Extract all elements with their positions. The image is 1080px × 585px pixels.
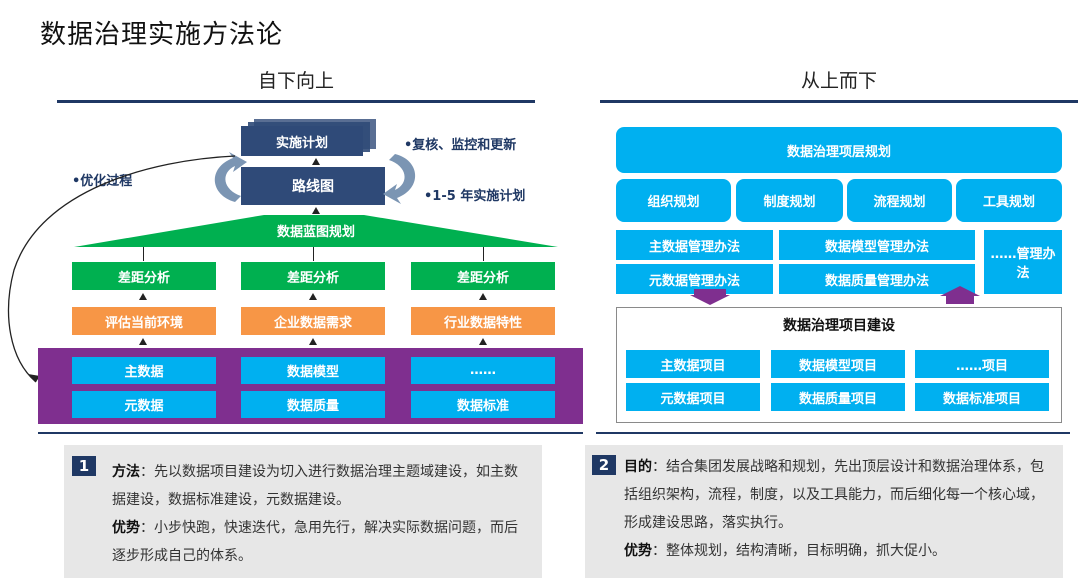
right-heading-rule <box>600 100 1078 103</box>
top-level-plan: 数据治理项层规划 <box>616 127 1062 173</box>
base-more: …… <box>411 357 555 384</box>
plan-tools: 工具规划 <box>956 179 1062 222</box>
rule-data-model: 数据模型管理办法 <box>779 230 975 260</box>
arrow-up-a1 <box>139 293 147 300</box>
optimize-curve-arrow <box>7 155 236 383</box>
up-arrow-icon <box>940 286 980 304</box>
note-1-panel <box>64 445 542 578</box>
blueprint-label: 数据蓝图规划 <box>276 224 355 240</box>
roadmap-box: 路线图 <box>241 167 385 205</box>
project-more: ……项目 <box>915 350 1049 378</box>
connector-2 <box>313 247 314 261</box>
input-industry-traits: 行业数据特性 <box>411 307 555 335</box>
rule-master-data: 主数据管理办法 <box>616 230 773 260</box>
note-1-advantage: ：小步快跑，快速迭代，急用先行，解决实际数据问题，而后逐步形成自己的体系。 <box>112 520 518 564</box>
rule-data-quality: 数据质量管理办法 <box>779 264 975 294</box>
note-1-advantage-label: 优势 <box>112 520 140 536</box>
input-enterprise-needs: 企业数据需求 <box>241 307 385 335</box>
input-current-environment: 评估当前环境 <box>72 307 216 335</box>
project-metadata: 元数据项目 <box>626 383 760 411</box>
connector-1 <box>143 247 144 261</box>
base-data-standard: 数据标准 <box>411 391 555 418</box>
right-heading: 从上而下 <box>800 70 877 92</box>
project-data-standard: 数据标准项目 <box>915 383 1049 411</box>
arrow-up-b1 <box>139 338 147 345</box>
note-2-goal: ：结合集团发展战略和规划，先出顶层设计和数据治理体系，包括组织架构，流程，制度，… <box>624 459 1044 531</box>
gap-analysis-1: 差距分析 <box>72 262 216 290</box>
review-note: •复核、监控和更新 <box>404 138 517 153</box>
note-2-panel <box>585 445 1063 578</box>
cycle-arrows <box>214 152 416 204</box>
note-2-advantage-label: 优势 <box>624 543 652 559</box>
note-1-number: 1 <box>72 456 96 476</box>
left-heading-rule <box>57 100 535 103</box>
base-metadata: 元数据 <box>72 391 216 418</box>
note-2-advantage: ：整体规划，结构清晰，目标明确，抓大促小。 <box>652 543 946 559</box>
base-master-data: 主数据 <box>72 357 216 384</box>
down-arrow-icon <box>690 289 730 305</box>
gap-analysis-2: 差距分析 <box>241 262 385 290</box>
implementation-plan-box: 实施计划 <box>241 126 363 156</box>
base-data-quality: 数据质量 <box>241 391 385 418</box>
base-data-model: 数据模型 <box>241 357 385 384</box>
project-data-model: 数据模型项目 <box>771 350 905 378</box>
arrow-up-a3 <box>479 293 487 300</box>
arrow-up-a2 <box>309 293 317 300</box>
note-2-number: 2 <box>592 455 616 475</box>
optimize-note: •优化过程 <box>72 174 133 189</box>
gap-analysis-3: 差距分析 <box>411 262 555 290</box>
arrow-up-b3 <box>479 338 487 345</box>
arrow-blueprint-to-roadmap <box>312 207 320 214</box>
plan-institution: 制度规划 <box>736 179 843 222</box>
right-bottom-rule <box>596 432 1070 434</box>
project-construction-title: 数据治理项目建设 <box>783 318 895 334</box>
plan-process: 流程规划 <box>847 179 952 222</box>
note-1-text: 方法：先以数据项目建设为切入进行数据治理主题域建设，如主数据建设，数据标准建设，… <box>112 458 524 570</box>
plan-organization: 组织规划 <box>616 179 731 222</box>
left-heading: 自下向上 <box>257 70 334 92</box>
note-1-method-label: 方法 <box>112 464 140 480</box>
rule-more: ……管理办法 <box>984 230 1062 294</box>
note-2-goal-label: 目的 <box>624 459 652 475</box>
period-note: •1-5 年实施计划 <box>424 189 526 204</box>
note-1-method: ：先以数据项目建设为切入进行数据治理主题域建设，如主数据建设，数据标准建设，元数… <box>112 464 518 508</box>
project-data-quality: 数据质量项目 <box>771 383 905 411</box>
note-2-text: 目的：结合集团发展战略和规划，先出顶层设计和数据治理体系，包括组织架构，流程，制… <box>624 453 1056 565</box>
project-master-data: 主数据项目 <box>626 350 760 378</box>
arrow-up-b2 <box>309 338 317 345</box>
connector-3 <box>483 247 484 261</box>
left-bottom-rule <box>38 432 583 434</box>
blueprint-shape <box>74 215 558 247</box>
page-title: 数据治理实施方法论 <box>40 20 284 50</box>
arrow-roadmap-to-plan <box>312 158 320 165</box>
